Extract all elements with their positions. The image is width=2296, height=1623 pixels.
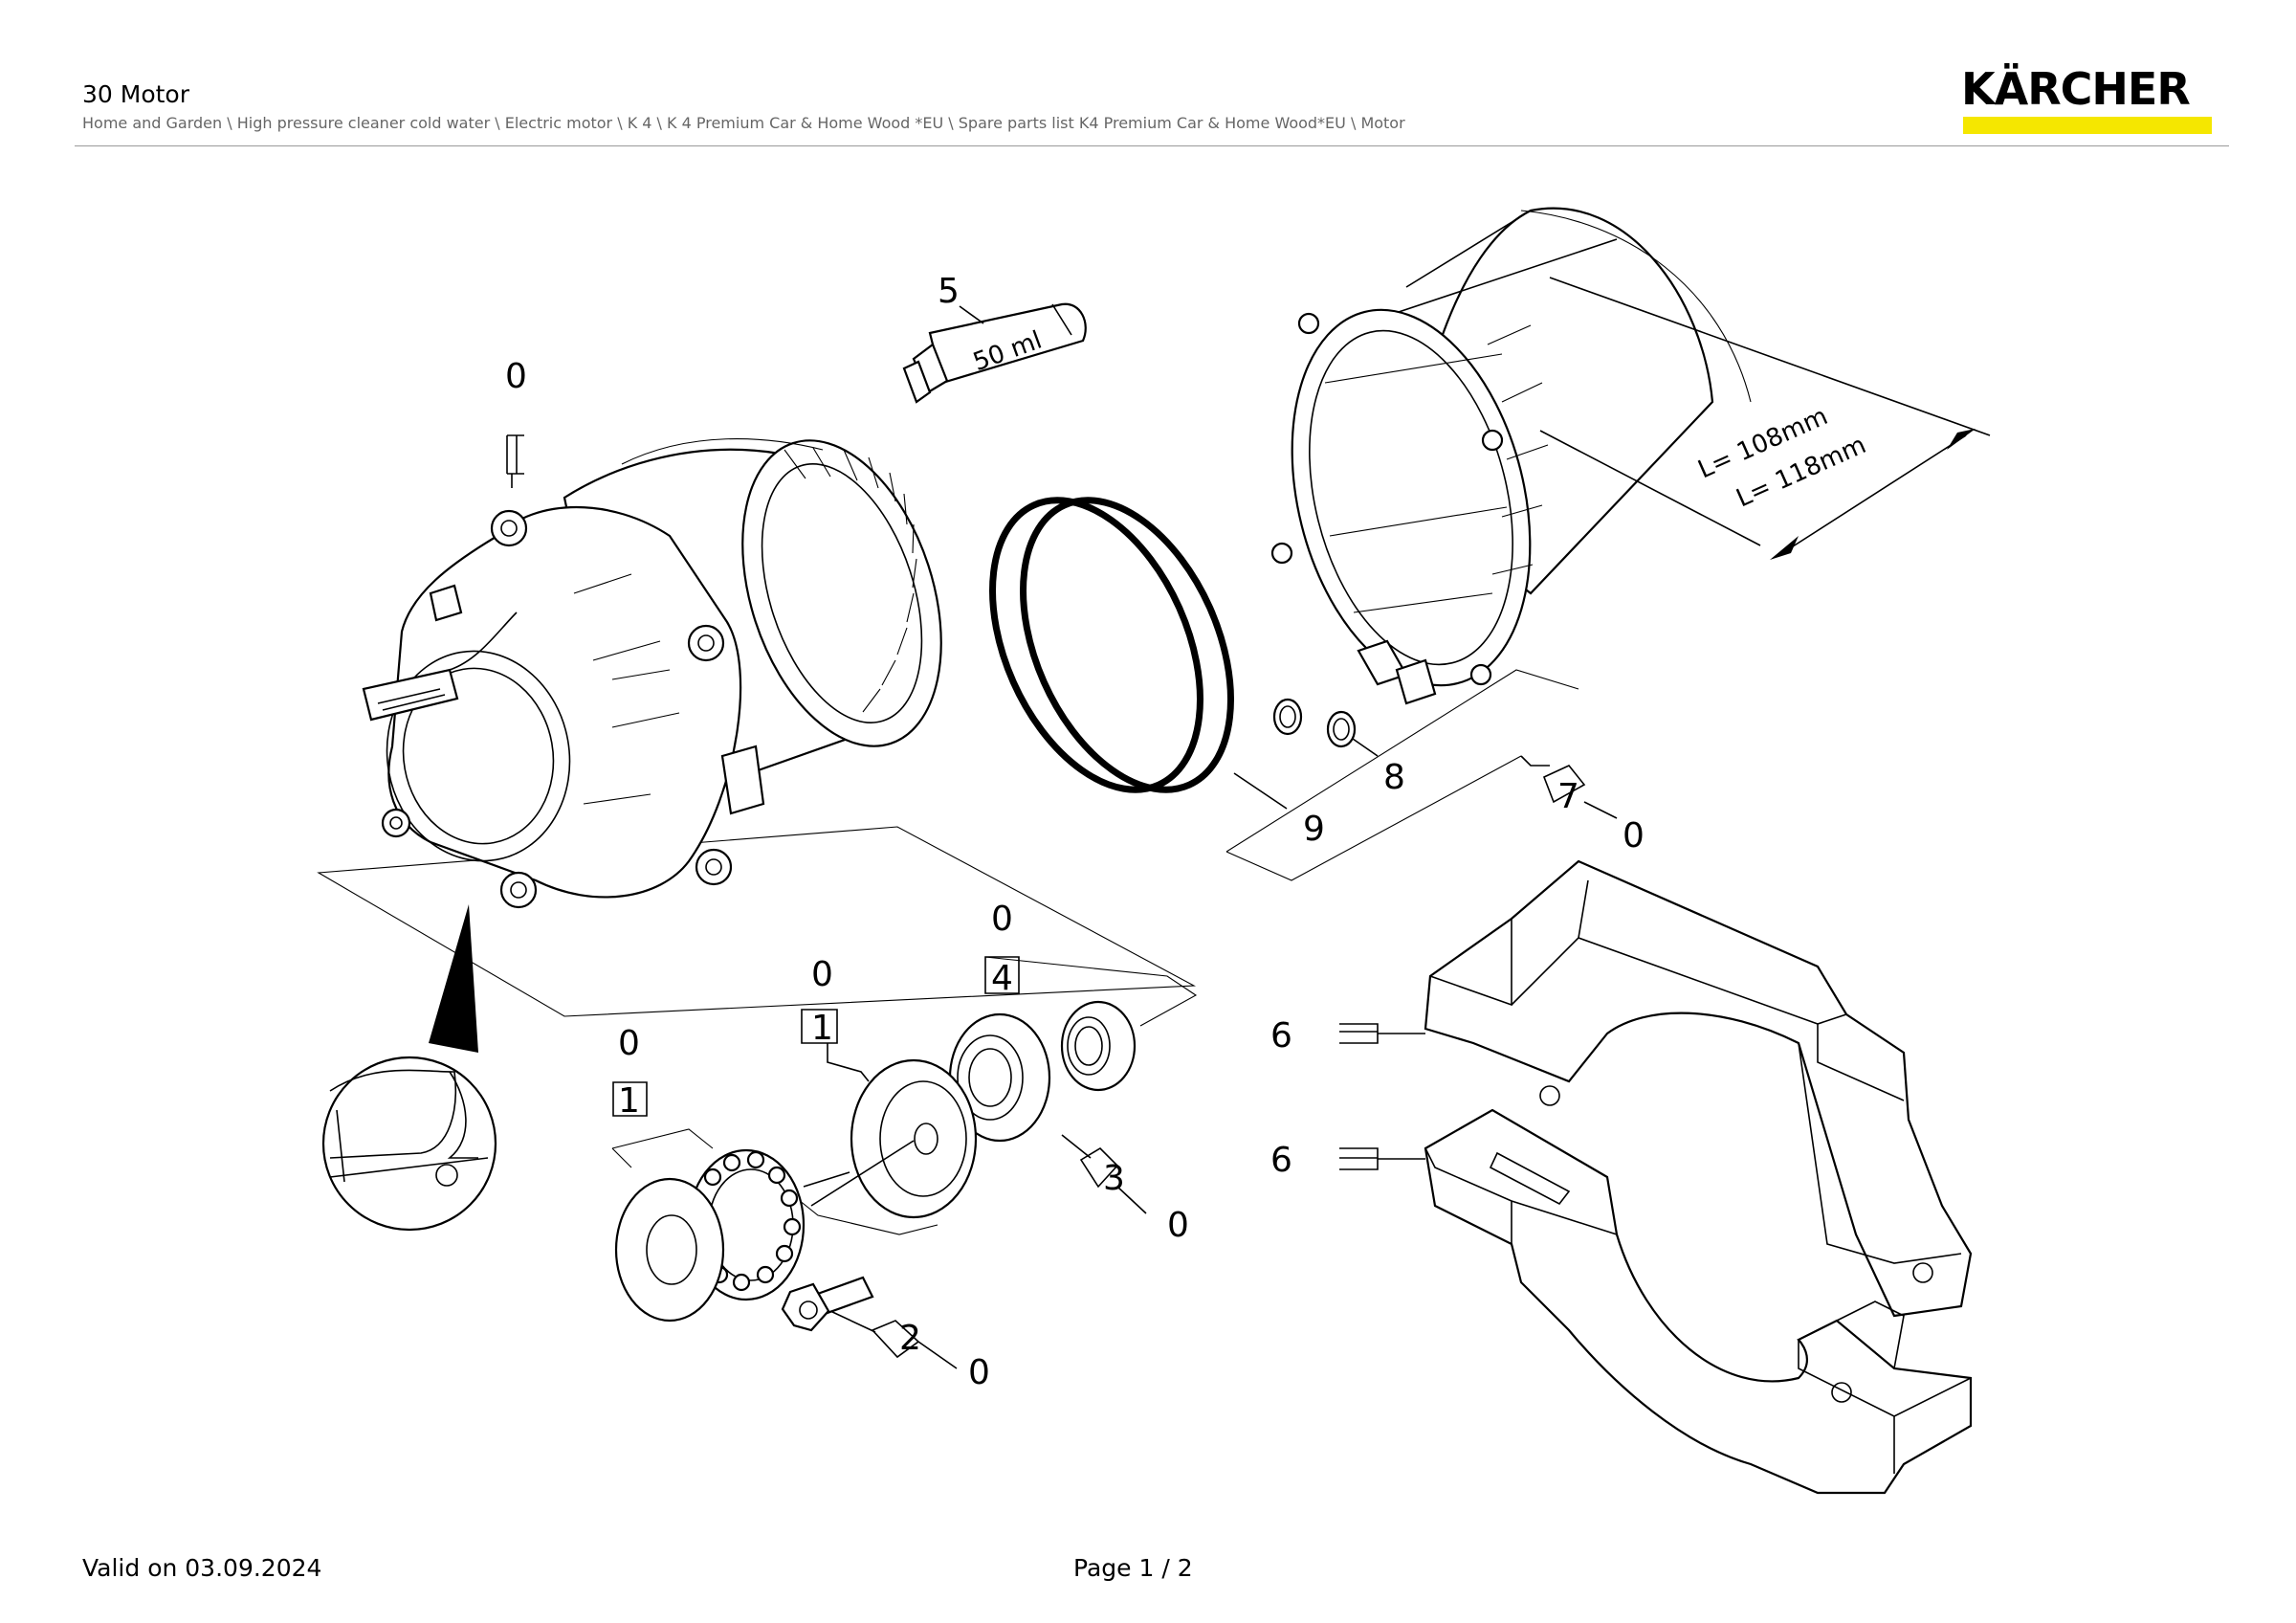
callout-8: 8 (1383, 758, 1405, 797)
callout-4: 4 (991, 959, 1013, 998)
grease-tube: 50 ml 5 (902, 272, 1087, 404)
callout-5: 5 (938, 272, 960, 311)
seal-ring: 9 (989, 497, 1325, 849)
valid-date: Valid on 03.09.2024 (82, 1554, 322, 1582)
callout-3: 3 (1103, 1159, 1125, 1198)
page-number: Page 1 / 2 (1073, 1554, 1193, 1582)
motor-assembly: 0 (317, 357, 1197, 1017)
callout-6-upper: 6 (1270, 1016, 1292, 1056)
bearing-parts: 0 4 3 0 0 1 0 1 (611, 900, 1198, 1392)
detail-magnifier (321, 904, 497, 1232)
callout-6-lower: 6 (1270, 1141, 1292, 1180)
motor-housing: L= 108mm L= 118mm 8 7 0 (1225, 207, 1991, 881)
callout-7: 7 (1557, 777, 1579, 816)
callout-9: 9 (1303, 810, 1325, 849)
callout-1-cap-qty: 0 (811, 955, 833, 994)
callout-1-thrust: 1 (618, 1081, 640, 1121)
logo-yellow-bar (1963, 117, 2212, 134)
karcher-logo: KÄRCHER (1961, 67, 2219, 136)
callout-1-cap: 1 (811, 1009, 833, 1048)
callout-0-motor: 0 (505, 357, 527, 396)
header-divider (75, 145, 2229, 146)
page-title: 30 Motor (82, 80, 189, 108)
breadcrumb: Home and Garden \ High pressure cleaner … (82, 114, 1405, 132)
callout-2-qty: 0 (968, 1353, 990, 1392)
logo-wordmark: KÄRCHER (1961, 63, 2191, 115)
callout-7-qty: 0 (1623, 816, 1645, 856)
motor-brackets: 6 6 (1270, 859, 1973, 1495)
callout-2: 2 (899, 1319, 921, 1358)
callout-1-thrust-qty: 0 (618, 1024, 640, 1063)
callout-3-qty: 0 (1167, 1206, 1189, 1245)
callout-4-qty: 0 (991, 900, 1013, 939)
